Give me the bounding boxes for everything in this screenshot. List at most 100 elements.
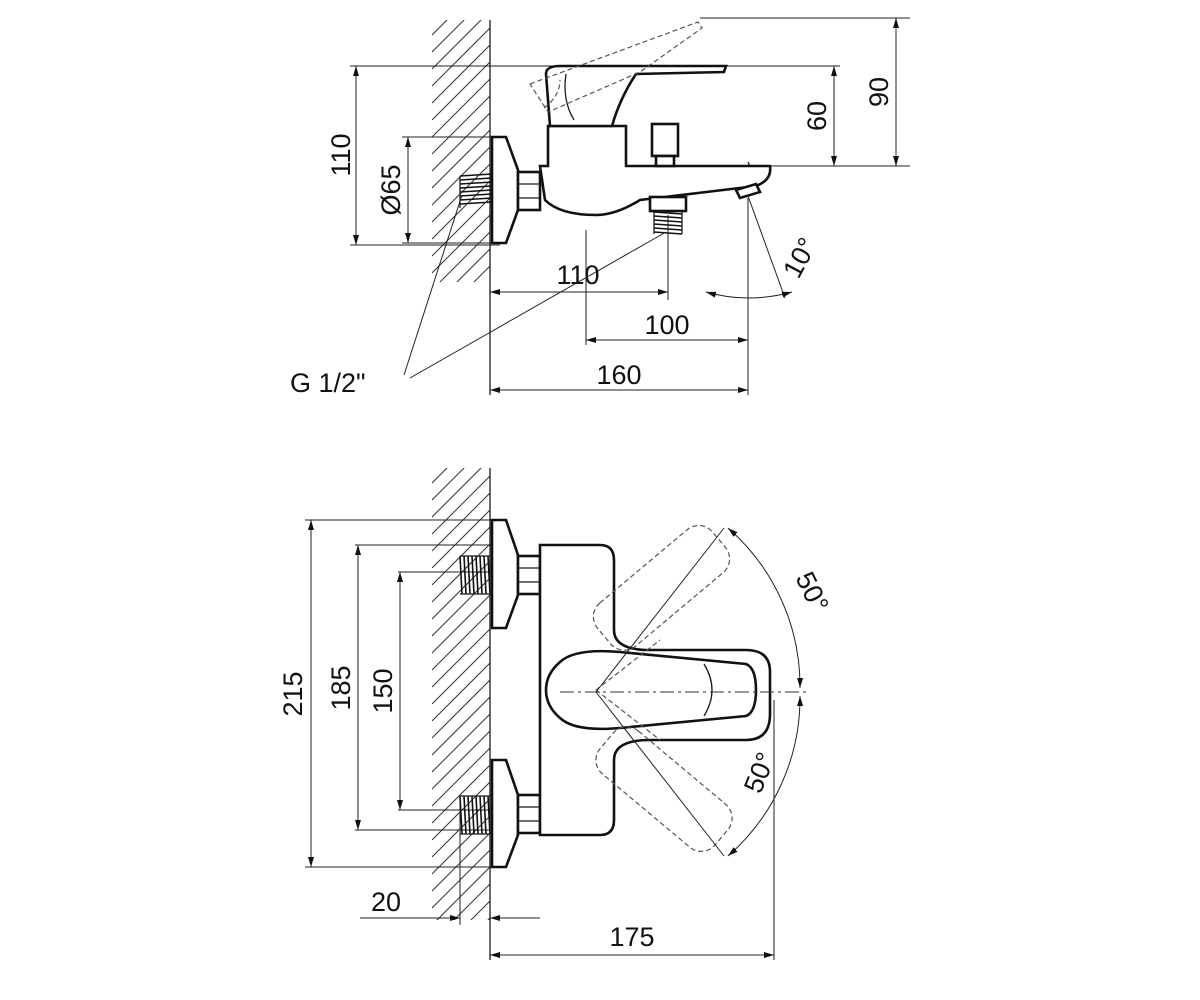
thread-label: G 1/2" xyxy=(290,368,366,398)
dim-text-angle-10: 10° xyxy=(777,233,823,283)
hatch-line xyxy=(432,20,465,53)
hatch-line xyxy=(432,0,490,18)
hatch-line xyxy=(432,815,490,875)
thread-line xyxy=(459,795,463,835)
hatch-line xyxy=(432,509,490,569)
hatch-line xyxy=(432,78,490,138)
hatch-line xyxy=(432,468,448,484)
angle-ray-lower xyxy=(595,691,725,857)
hatch-line xyxy=(470,900,490,920)
hatch-line xyxy=(432,611,490,671)
hatch-line xyxy=(432,628,490,688)
thread-line xyxy=(653,231,683,235)
lever-rotated-upper xyxy=(592,524,731,651)
side-view: 110 Ø65 60 90 110 100 160 10° G 1/2" xyxy=(290,0,910,398)
ghost-link-2 xyxy=(595,689,661,741)
thread-front-lower xyxy=(459,795,492,835)
thread-line xyxy=(463,555,467,595)
angle-arc-10 xyxy=(705,291,793,299)
hatch-line xyxy=(473,265,490,282)
dim-text-110-horizontal: 110 xyxy=(556,260,599,290)
hatch-line xyxy=(432,935,490,993)
spout-aerator xyxy=(734,182,762,200)
hatch-line xyxy=(432,317,490,375)
hatch-line xyxy=(432,20,448,36)
hatch-line xyxy=(432,594,490,654)
hatch-line xyxy=(432,20,482,70)
wall-flange-upper xyxy=(490,518,520,630)
hatch-line xyxy=(432,730,490,790)
mixer-body-side xyxy=(538,124,772,217)
hatch-line xyxy=(456,248,490,282)
hatch-line xyxy=(432,27,490,87)
connector-nut-upper xyxy=(516,554,542,596)
thread-line xyxy=(459,173,493,177)
hatch-line xyxy=(432,197,490,257)
angle-arc-upper-50 xyxy=(727,527,804,689)
thread-line xyxy=(475,555,479,595)
hatch-line xyxy=(432,468,482,518)
thread-line xyxy=(467,795,471,835)
wall-flange-lower xyxy=(490,758,520,869)
thread-line xyxy=(471,555,475,595)
shower-outlet-thread xyxy=(653,211,683,235)
hatch-line xyxy=(432,849,490,909)
dim-text-110-vertical: 110 xyxy=(326,133,356,176)
hatch-line xyxy=(432,832,490,892)
hatch-line xyxy=(432,180,490,240)
lever-front-detail xyxy=(703,663,713,717)
angle-ray xyxy=(747,195,786,299)
thread-line xyxy=(475,795,479,835)
dim-text-60: 60 xyxy=(802,101,832,131)
hatch-line xyxy=(432,713,490,773)
leader-thread-2 xyxy=(409,231,667,379)
spout-tip-mark xyxy=(747,161,751,167)
hatch-line xyxy=(432,645,490,705)
hatch-line xyxy=(432,747,490,807)
dim-text-100: 100 xyxy=(644,310,689,340)
dim-text-angle-50-upper: 50° xyxy=(790,567,835,617)
thread-line xyxy=(653,219,683,223)
thread-line xyxy=(459,197,493,201)
shower-outlet-nut xyxy=(648,195,688,213)
hatch-line xyxy=(432,112,490,172)
hatch-line xyxy=(432,492,490,552)
dim-text-20: 20 xyxy=(371,887,401,917)
thread-line xyxy=(459,201,493,205)
thread-line xyxy=(463,795,467,835)
hatch-line xyxy=(432,283,490,341)
dim-text-angle-50-lower: 50° xyxy=(738,748,781,797)
connector-nut-side xyxy=(516,170,542,212)
hatch-line xyxy=(432,408,490,466)
thread-line xyxy=(459,189,493,193)
thread-line xyxy=(459,177,493,181)
hatch-line xyxy=(432,44,490,104)
thread-line xyxy=(487,555,491,595)
lever-rotated-lower xyxy=(595,726,733,853)
hatch-line xyxy=(453,883,490,920)
thread-side xyxy=(459,173,493,208)
hatch-line xyxy=(432,214,490,274)
hatch-line xyxy=(432,577,490,637)
diverter-knob xyxy=(650,122,680,158)
thread-front-upper xyxy=(459,555,492,595)
wall-flange-side xyxy=(490,135,520,245)
hatch-line xyxy=(436,866,490,920)
lever-front xyxy=(544,649,758,731)
thread-line xyxy=(483,555,487,595)
thread-line xyxy=(483,795,487,835)
connector-nut-lower xyxy=(516,793,542,835)
hatch-line xyxy=(439,231,490,282)
thread-line xyxy=(459,555,463,595)
thread-line xyxy=(653,211,683,215)
hatch-line xyxy=(432,468,465,501)
hatch-line xyxy=(432,95,490,155)
angle-arc-lower-50 xyxy=(727,695,804,857)
thread-line xyxy=(487,795,491,835)
diverter-stem xyxy=(654,154,676,168)
lever-detail xyxy=(564,73,575,121)
hatch-line xyxy=(432,764,490,824)
thread-line xyxy=(653,215,683,219)
front-view: 215 185 150 20 175 50° 50° xyxy=(278,408,835,993)
thread-line xyxy=(467,555,471,595)
